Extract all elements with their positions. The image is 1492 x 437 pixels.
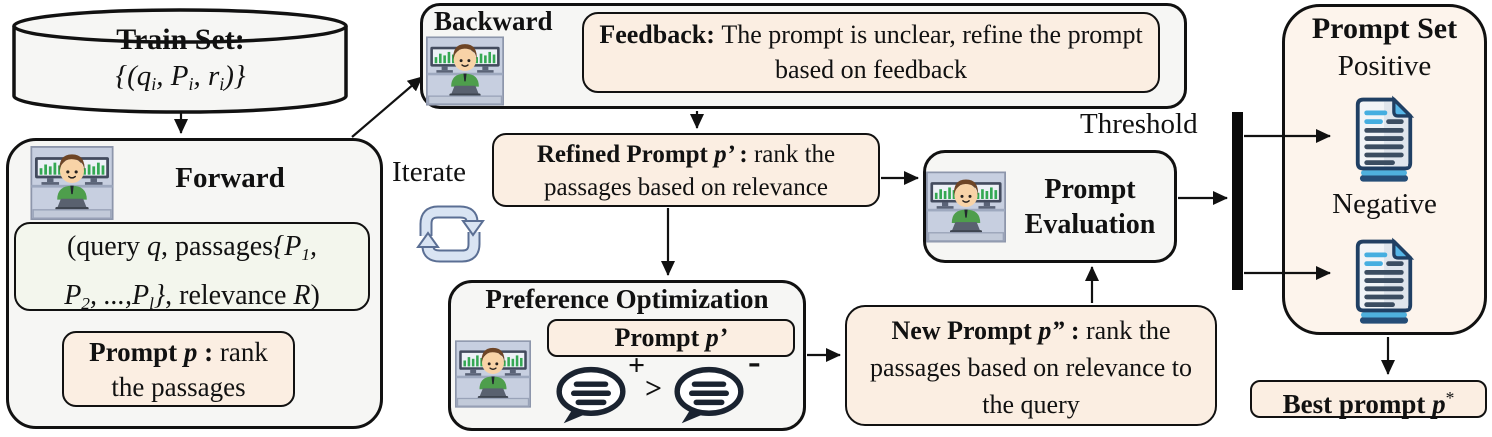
- tuple-line-2: P2, ...,Pl}, relevance R): [64, 279, 320, 313]
- feedback-box: Feedback: The prompt is unclear, refine …: [582, 12, 1160, 93]
- train-set-formula: {(qi, Pi, ri)}: [115, 60, 246, 95]
- cycle-arrows-icon: [410, 200, 490, 268]
- new-prompt-box: New Prompt p” : rank the passages based …: [845, 305, 1217, 426]
- negative-label: Negative: [1332, 188, 1437, 220]
- prompt-p-prime-box: Prompt p’: [547, 319, 795, 357]
- positive-label: Positive: [1337, 50, 1432, 82]
- arrow-forward-to-backward: [351, 76, 423, 138]
- forward-prompt-box: Prompt p : rank the passages: [62, 331, 295, 407]
- preference-optimization-title: Preference Optimization: [485, 284, 769, 314]
- prompt-line-2: the passages: [111, 372, 246, 402]
- prompt-set-title: Prompt Set: [1311, 12, 1458, 45]
- best-prompt-box: Best prompt p*: [1250, 380, 1487, 419]
- train-set-title: Train Set:: [116, 23, 245, 56]
- threshold-bar: [1232, 112, 1243, 290]
- person-at-computer-icon: [926, 168, 1006, 246]
- iterate-label: Iterate: [392, 156, 467, 188]
- backward-title: Backward: [434, 6, 553, 36]
- threshold-label: Threshold: [1080, 108, 1198, 140]
- person-at-computer-icon: [30, 146, 114, 220]
- greater-than-sign: >: [645, 372, 663, 405]
- forward-input-tuple: (query q, passages{P1, P2, ...,Pl}, rele…: [14, 222, 370, 313]
- person-at-computer-icon: [426, 36, 504, 106]
- document-stack-icon: [1349, 94, 1419, 186]
- tuple-line-1: (query q, passages{P1,: [66, 231, 318, 264]
- prompt-evaluation-title: Prompt Evaluation: [1024, 174, 1156, 240]
- forward-title: Forward: [175, 162, 285, 194]
- document-stack-icon: [1349, 236, 1419, 328]
- minus-sign: -: [748, 341, 761, 383]
- speech-bubble-plus-icon: [550, 366, 632, 426]
- prompt-line-1: Prompt p : rank: [89, 337, 268, 367]
- database-cylinder-shape: [12, 8, 348, 114]
- person-at-computer-icon: [455, 335, 531, 413]
- plus-sign: +: [628, 349, 646, 382]
- speech-bubble-minus-icon: [668, 366, 750, 426]
- refined-prompt-box: Refined Prompt p’ : rank the passages ba…: [492, 133, 880, 207]
